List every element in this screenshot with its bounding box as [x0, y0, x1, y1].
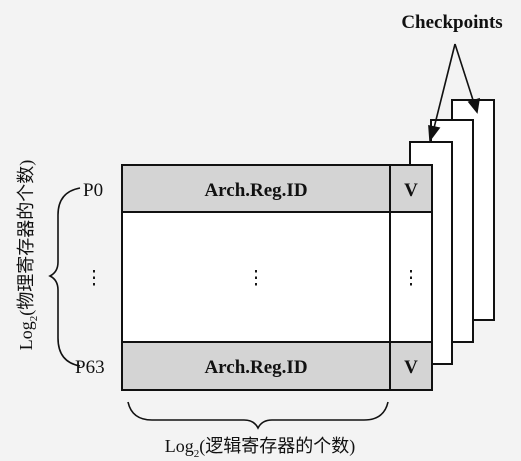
vertical-axis-subscript: 2 [28, 316, 40, 322]
register-table: Arch.Reg.ID V Arch.Reg.ID V ⋮ ⋮ [121, 164, 433, 391]
checkpoint-arrows [428, 43, 480, 143]
row-label-p0: P0 [83, 180, 103, 201]
id-column-ellipsis: ⋮ [247, 268, 266, 289]
last-row-shading [122, 342, 432, 390]
first-row-valid-label: V [404, 180, 418, 201]
row-label-ellipsis: ⋮ [85, 268, 104, 289]
checkpoint-arrow-head-1 [428, 125, 441, 143]
columns-brace [127, 401, 389, 430]
row-label-p63: P63 [75, 357, 105, 378]
valid-column-ellipsis: ⋮ [402, 268, 421, 289]
vertical-axis-prefix: Log [16, 321, 36, 350]
checkpoint-arrow-line-1 [433, 43, 456, 129]
rows-brace [48, 187, 81, 367]
vertical-axis-label: Log2(物理寄存器的个数) [16, 160, 40, 351]
checkpoint-arrow-line-2 [454, 43, 474, 101]
checkpoint-arrow-head-2 [467, 97, 480, 114]
last-row-valid-label: V [404, 357, 418, 378]
horizontal-axis-subscript: 2 [194, 448, 200, 460]
horizontal-axis-prefix: Log [165, 436, 194, 456]
vertical-axis-suffix: (物理寄存器的个数) [16, 160, 37, 316]
first-row-shading [122, 165, 432, 212]
table-border [121, 164, 433, 391]
horizontal-axis-suffix: (逻辑寄存器的个数) [199, 436, 355, 457]
checkpoints-label: Checkpoints [401, 12, 502, 33]
last-row-id-label: Arch.Reg.ID [204, 357, 307, 378]
first-row-id-label: Arch.Reg.ID [204, 180, 307, 201]
horizontal-axis-label: Log2(逻辑寄存器的个数) [165, 436, 356, 460]
